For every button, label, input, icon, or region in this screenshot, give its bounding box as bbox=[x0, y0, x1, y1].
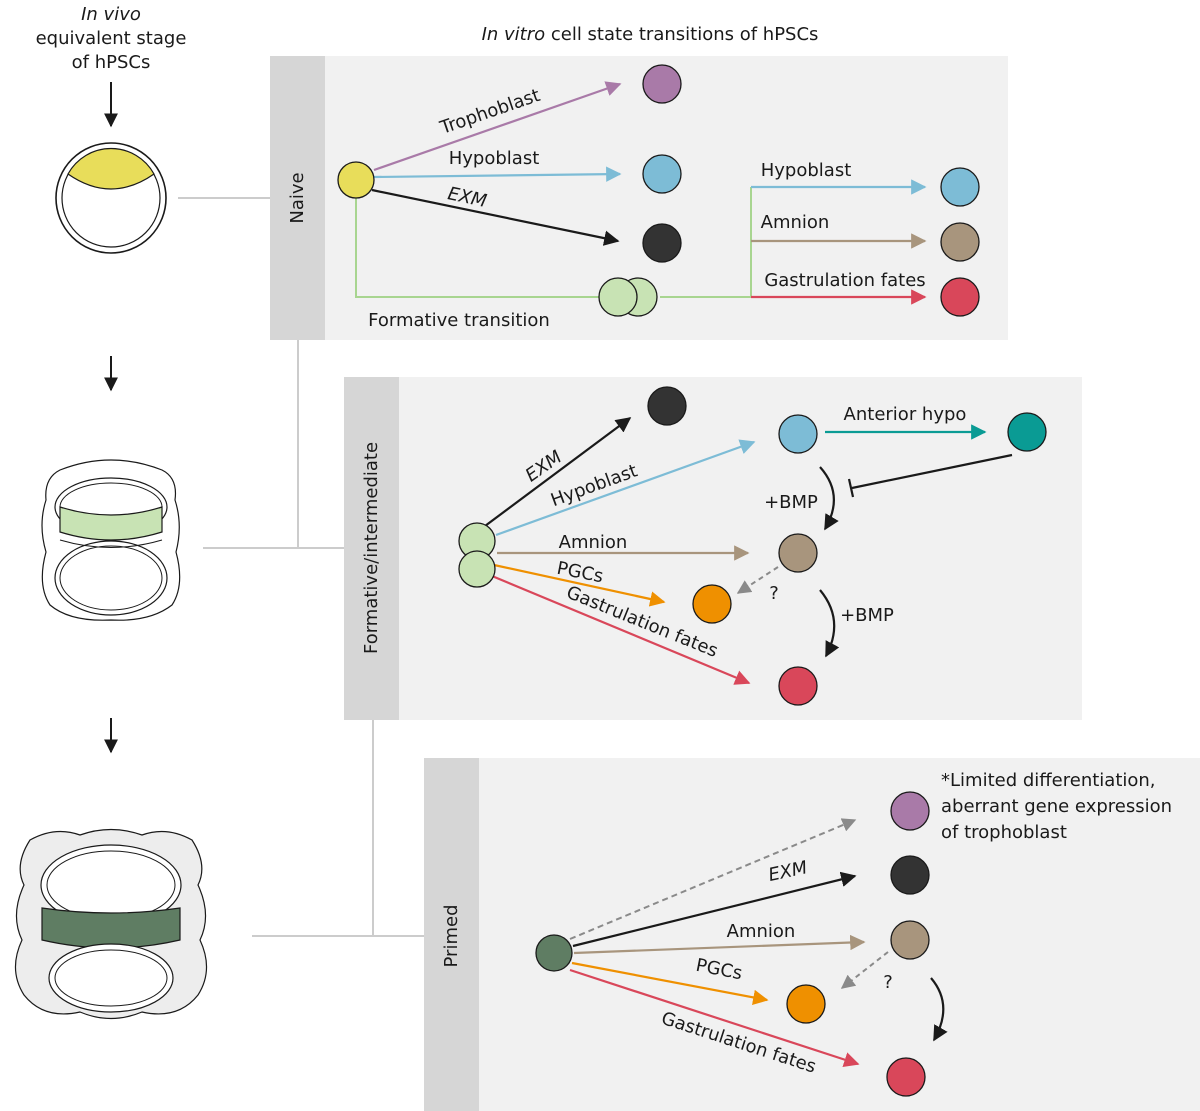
arrow-amnion-pgc-dashed bbox=[840, 951, 889, 989]
panel-primed-tab bbox=[424, 758, 479, 1111]
panel-naive: Naive Trophoblast Hypoblast EXM Formativ… bbox=[270, 56, 1008, 340]
inhibition-bar-icon bbox=[847, 453, 1013, 498]
label-note-line2: aberrant gene expression bbox=[941, 796, 1172, 817]
hypoblast-cell-2 bbox=[940, 167, 980, 207]
arrow-hypoblast bbox=[373, 166, 622, 182]
arrow-amnion-gastrulation bbox=[930, 977, 948, 1042]
anterior-hypo-cell bbox=[1007, 412, 1047, 452]
panel-primed-label: Primed bbox=[441, 905, 462, 968]
gastrulation-cell bbox=[778, 666, 818, 706]
hypoblast-cell bbox=[642, 154, 682, 194]
panel-formative: Formative/intermediate EXM Hypoblast Amn… bbox=[344, 377, 1082, 720]
exm-cell bbox=[647, 386, 687, 426]
gastrulation-cell bbox=[886, 1057, 926, 1097]
amnion-cell bbox=[890, 920, 930, 960]
in-vivo-subtitle-line3: of hPSCs bbox=[72, 52, 151, 73]
arrow-gastrulation bbox=[569, 968, 860, 1068]
arrow-bmp-2 bbox=[819, 589, 840, 658]
arrow-bmp-1 bbox=[819, 466, 839, 531]
panel-formative-tab bbox=[344, 377, 399, 720]
amnion-cell bbox=[778, 533, 818, 573]
label-note-line1: *Limited differentiation, bbox=[941, 770, 1156, 791]
arrow-exm bbox=[371, 188, 620, 246]
connector-lines bbox=[178, 197, 424, 937]
in-vitro-title: In vitro cell state transitions of hPSCs bbox=[482, 24, 819, 45]
in-vitro-rest: cell state transitions of hPSCs bbox=[545, 24, 818, 45]
label-anterior-hypo: Anterior hypo bbox=[844, 404, 967, 425]
label-gastrulation: Gastrulation fates bbox=[764, 270, 925, 291]
arrow-exm bbox=[572, 871, 857, 948]
panel-naive-label: Naive bbox=[287, 172, 308, 223]
arrow-trophoblast bbox=[373, 81, 622, 172]
in-vivo-title: In vivo bbox=[81, 4, 141, 25]
label-bmp-1: +BMP bbox=[764, 492, 818, 513]
label-hypoblast: Hypoblast bbox=[449, 148, 540, 169]
formative-cell-front bbox=[598, 277, 638, 317]
arrow-exm bbox=[484, 417, 632, 527]
trophoblast-cell bbox=[642, 64, 682, 104]
primed-cell bbox=[535, 934, 573, 972]
arrow-hypoblast bbox=[495, 439, 756, 537]
panel-primed: Primed *Limited differentiation, aberran… bbox=[424, 758, 1200, 1111]
arrow-trophoblast-dashed bbox=[569, 818, 857, 940]
exm-cell bbox=[890, 855, 930, 895]
formative-cell-bottom bbox=[458, 550, 496, 588]
naive-cell bbox=[337, 161, 375, 199]
label-formative-transition: Formative transition bbox=[368, 310, 550, 331]
label-amnion: Amnion bbox=[727, 921, 796, 942]
panel-formative-label: Formative/intermediate bbox=[361, 442, 382, 654]
label-note-line3: of trophoblast bbox=[941, 822, 1067, 843]
formative-transition-line bbox=[355, 197, 604, 298]
hypoblast-cell bbox=[778, 414, 818, 454]
label-hypoblast-2: Hypoblast bbox=[761, 160, 852, 181]
arrow-gastrulation bbox=[491, 574, 751, 685]
arrow-amnion bbox=[573, 934, 866, 955]
post-implantation-embryo-icon bbox=[14, 828, 208, 1020]
arrow-pgcs bbox=[493, 563, 666, 607]
label-question: ? bbox=[883, 972, 893, 993]
pgc-cell bbox=[692, 584, 732, 624]
arrow-pgcs bbox=[571, 961, 769, 1005]
arrow-amnion-pgc-dashed bbox=[736, 566, 779, 594]
amnion-cell bbox=[940, 222, 980, 262]
trophoblast-cell bbox=[890, 791, 930, 831]
in-vitro-italic: In vitro bbox=[482, 24, 546, 45]
pgc-cell bbox=[786, 984, 826, 1024]
exm-cell bbox=[642, 223, 682, 263]
label-amnion: Amnion bbox=[559, 532, 628, 553]
label-amnion: Amnion bbox=[761, 212, 830, 233]
panel-naive-tab bbox=[270, 56, 325, 340]
label-bmp-2: +BMP bbox=[840, 605, 894, 626]
implanting-embryo-icon bbox=[41, 459, 181, 621]
blastocyst-icon bbox=[55, 142, 167, 254]
label-question: ? bbox=[769, 583, 779, 604]
gastrulation-cell bbox=[940, 277, 980, 317]
in-vivo-subtitle-line2: equivalent stage bbox=[36, 28, 187, 49]
